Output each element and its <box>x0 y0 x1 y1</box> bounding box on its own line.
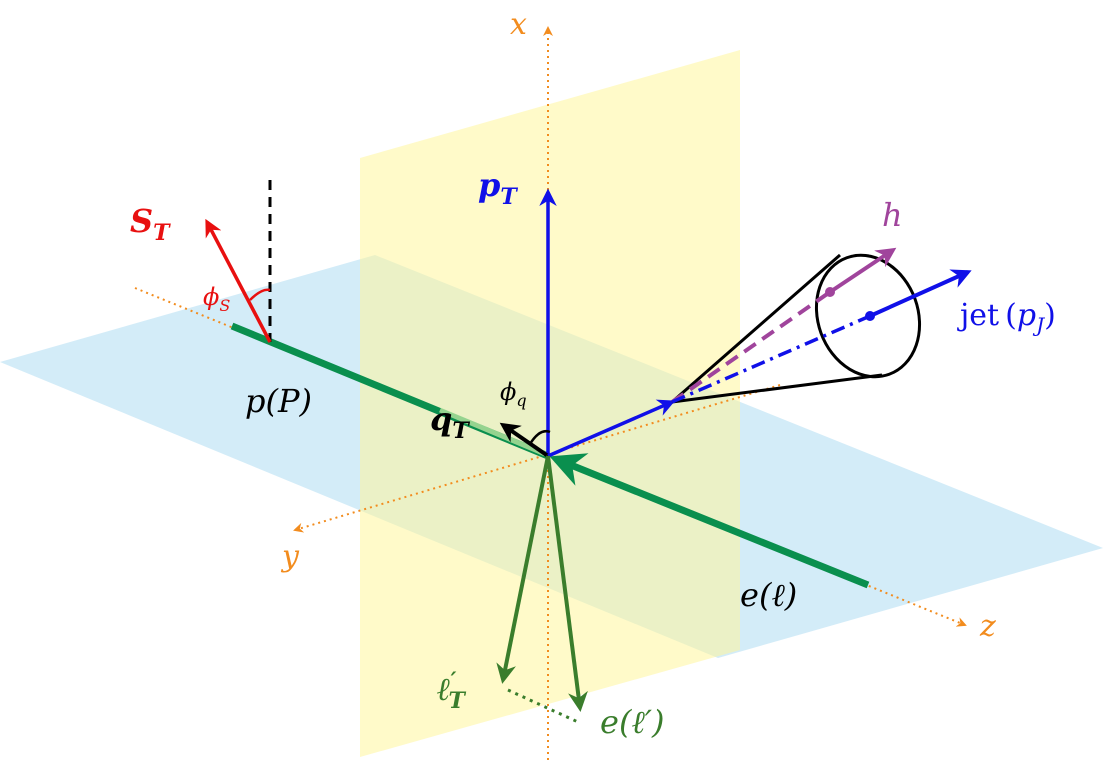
jet-label: jet(pJ) <box>957 298 1056 337</box>
lT-vector <box>496 455 550 684</box>
hadron-label: h <box>882 196 903 234</box>
spin-label: ST <box>130 202 171 246</box>
lT-label: ℓ′T <box>437 668 466 714</box>
jet-axis-line <box>671 314 871 404</box>
phi-q-label: ϕq <box>500 378 527 410</box>
proton-label: p(P) <box>245 382 312 420</box>
phi-s-arc <box>249 288 271 301</box>
y-axis-label: y <box>280 539 300 574</box>
y-axis <box>293 384 781 533</box>
outgoing-electron-label: e(ℓ′) <box>600 703 665 741</box>
electron-label: e(ℓ) <box>740 576 797 614</box>
phi-q-arc <box>528 430 551 445</box>
proton-beam-highlight <box>439 407 546 457</box>
z-axis-label: z <box>979 609 996 644</box>
outgoing-electron-vector <box>546 455 588 712</box>
x-axis-label: x <box>510 7 527 42</box>
hadron-dashed-line <box>670 290 832 404</box>
hadron-dot <box>825 287 835 297</box>
spin-vector <box>205 218 272 343</box>
vertical-plane <box>360 50 740 757</box>
pT-label: pT <box>478 166 518 210</box>
electron-beam <box>549 453 870 589</box>
phi-s-label: ϕS <box>203 283 230 315</box>
jet-dot <box>865 311 875 321</box>
hadron-vector <box>828 247 897 294</box>
jet-cone-upper <box>671 253 841 404</box>
jet-direction-vector <box>547 399 676 458</box>
jet-cone-lower <box>671 373 883 404</box>
jet-cone-ellipse <box>814 253 922 379</box>
qT-vector <box>499 422 550 458</box>
lepton-dotted-connector <box>507 688 579 724</box>
jet-vector <box>869 269 972 318</box>
qT-label: qT <box>430 400 470 444</box>
